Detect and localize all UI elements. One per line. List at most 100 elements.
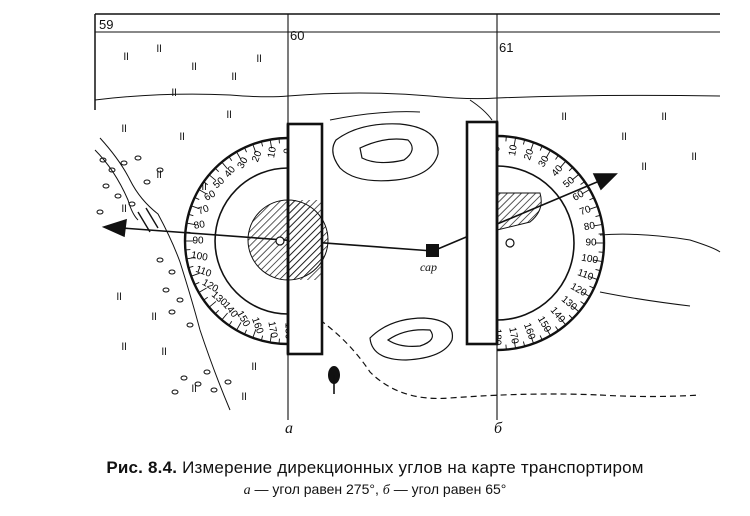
- scale-tick: [539, 145, 543, 151]
- road-dashed: [319, 319, 701, 400]
- scale-tick: [580, 301, 585, 305]
- scale-label: 100: [190, 250, 209, 264]
- svg-text:॥: ॥: [190, 59, 197, 73]
- scale-label: 90: [585, 238, 597, 249]
- scale-label: 70: [578, 204, 593, 218]
- scale-tick: [244, 329, 247, 335]
- scale-label: 30: [236, 155, 251, 171]
- svg-text:॥: ॥: [150, 309, 157, 323]
- scale-label: 70: [196, 203, 211, 217]
- svg-text:॥: ॥: [255, 51, 262, 65]
- svg-text:॥: ॥: [122, 49, 129, 63]
- scale-tick: [589, 285, 595, 289]
- scale-tick: [555, 326, 559, 331]
- svg-text:॥: ॥: [200, 179, 207, 193]
- landmark-label: сар: [420, 260, 438, 274]
- scale-tick: [559, 160, 567, 169]
- scale-label: 20: [250, 149, 264, 164]
- caption-title: Рис. 8.4. Измерение дирекционных углов н…: [0, 458, 750, 478]
- scale-tick: [260, 141, 264, 147]
- scale-tick: [194, 282, 200, 285]
- caption-letter-a: а: [243, 483, 251, 498]
- scale-tick: [269, 139, 273, 149]
- caption-letter-b: б: [382, 483, 390, 498]
- protractor-b: 0102030405060708090100110120130140150160…: [465, 120, 606, 352]
- landmark-square: [426, 244, 439, 257]
- scale-tick: [571, 173, 580, 181]
- scale-tick: [252, 329, 257, 338]
- scale-tick: [513, 137, 517, 147]
- svg-text:॥: ॥: [160, 344, 167, 358]
- scale-tick: [581, 291, 590, 297]
- scale-label: 160: [521, 322, 537, 342]
- scale-label: 40: [550, 163, 566, 179]
- scale-label: 140: [548, 305, 567, 325]
- scale-tick: [571, 305, 580, 313]
- scale-label: 50: [211, 175, 227, 191]
- scale-tick: [530, 142, 535, 152]
- svg-text:॥: ॥: [155, 41, 162, 55]
- lake-lower: [369, 317, 454, 361]
- scale-label: 80: [583, 220, 596, 233]
- scale-tick: [203, 296, 208, 301]
- svg-text:॥: ॥: [620, 129, 627, 143]
- svg-text:॥: ॥: [660, 109, 667, 123]
- scale-tick: [221, 161, 228, 170]
- scale-tick: [539, 335, 543, 341]
- scale-tick: [214, 309, 220, 315]
- scale-label: 130: [559, 294, 579, 313]
- protractor-a: 0102030405060708090100110120130140150160…: [183, 122, 329, 356]
- scale-tick: [555, 155, 559, 160]
- scale-tick: [595, 268, 601, 272]
- scale-tick: [228, 321, 233, 326]
- scale-tick: [588, 205, 598, 210]
- scale-tick: [188, 213, 194, 217]
- scale-tick: [580, 181, 585, 185]
- scale-tick: [191, 272, 200, 277]
- map-contours: [94, 92, 721, 411]
- scale-tick: [595, 214, 601, 218]
- scale-tick: [198, 189, 207, 195]
- scale-label: 170: [506, 326, 520, 345]
- scale-label: 50: [561, 175, 577, 191]
- scale-tick: [588, 276, 598, 281]
- scale-tick: [593, 223, 603, 227]
- scale-tick: [198, 287, 207, 293]
- scale-label: 170: [265, 320, 279, 339]
- scale-tick: [522, 139, 526, 145]
- scale-tick: [203, 181, 208, 186]
- caption-text-a: — угол равен 275°,: [250, 481, 379, 497]
- scale-label: 60: [571, 188, 587, 203]
- svg-text:॥: ॥: [170, 85, 177, 99]
- scale-tick: [260, 335, 264, 341]
- scale-tick: [269, 333, 273, 343]
- scale-tick: [559, 317, 567, 326]
- svg-text:॥: ॥: [120, 201, 127, 215]
- caption-text: Измерение дирекционных углов на карте тр…: [182, 458, 644, 477]
- scale-tick: [545, 327, 551, 336]
- svg-text:॥: ॥: [115, 289, 122, 303]
- panel-label-a: а: [285, 420, 293, 437]
- scale-tick: [244, 147, 247, 153]
- scale-label: 100: [580, 253, 599, 267]
- scale-label: 20: [522, 147, 536, 162]
- scale-tick: [568, 167, 573, 172]
- svg-text:॥: ॥: [190, 381, 197, 395]
- scale-label: 10: [507, 144, 520, 157]
- scale-tick: [228, 156, 233, 161]
- scale-label: 160: [249, 316, 265, 336]
- figure-drawing: ॥॥॥ ॥॥॥ ॥॥॥ ॥॥॥ ॥॥॥ ॥॥॥ ॥॥॥ ॥॥॥: [94, 13, 721, 420]
- vegetation-symbols: ॥॥॥ ॥॥॥ ॥॥॥ ॥॥॥ ॥॥॥ ॥॥॥ ॥॥॥ ॥॥॥: [115, 41, 697, 403]
- scale-tick: [214, 167, 220, 173]
- scale-tick: [581, 189, 590, 195]
- scale-label: 90: [192, 236, 204, 247]
- scale-tick: [513, 339, 517, 349]
- svg-text:॥: ॥: [225, 107, 232, 121]
- svg-text:॥: ॥: [560, 109, 567, 123]
- scale-tick: [188, 265, 194, 269]
- bridge-symbol: [137, 207, 159, 233]
- scale-label: 120: [568, 281, 588, 299]
- scale-tick: [186, 222, 196, 226]
- svg-text:॥: ॥: [640, 159, 647, 173]
- scale-tick: [593, 259, 603, 263]
